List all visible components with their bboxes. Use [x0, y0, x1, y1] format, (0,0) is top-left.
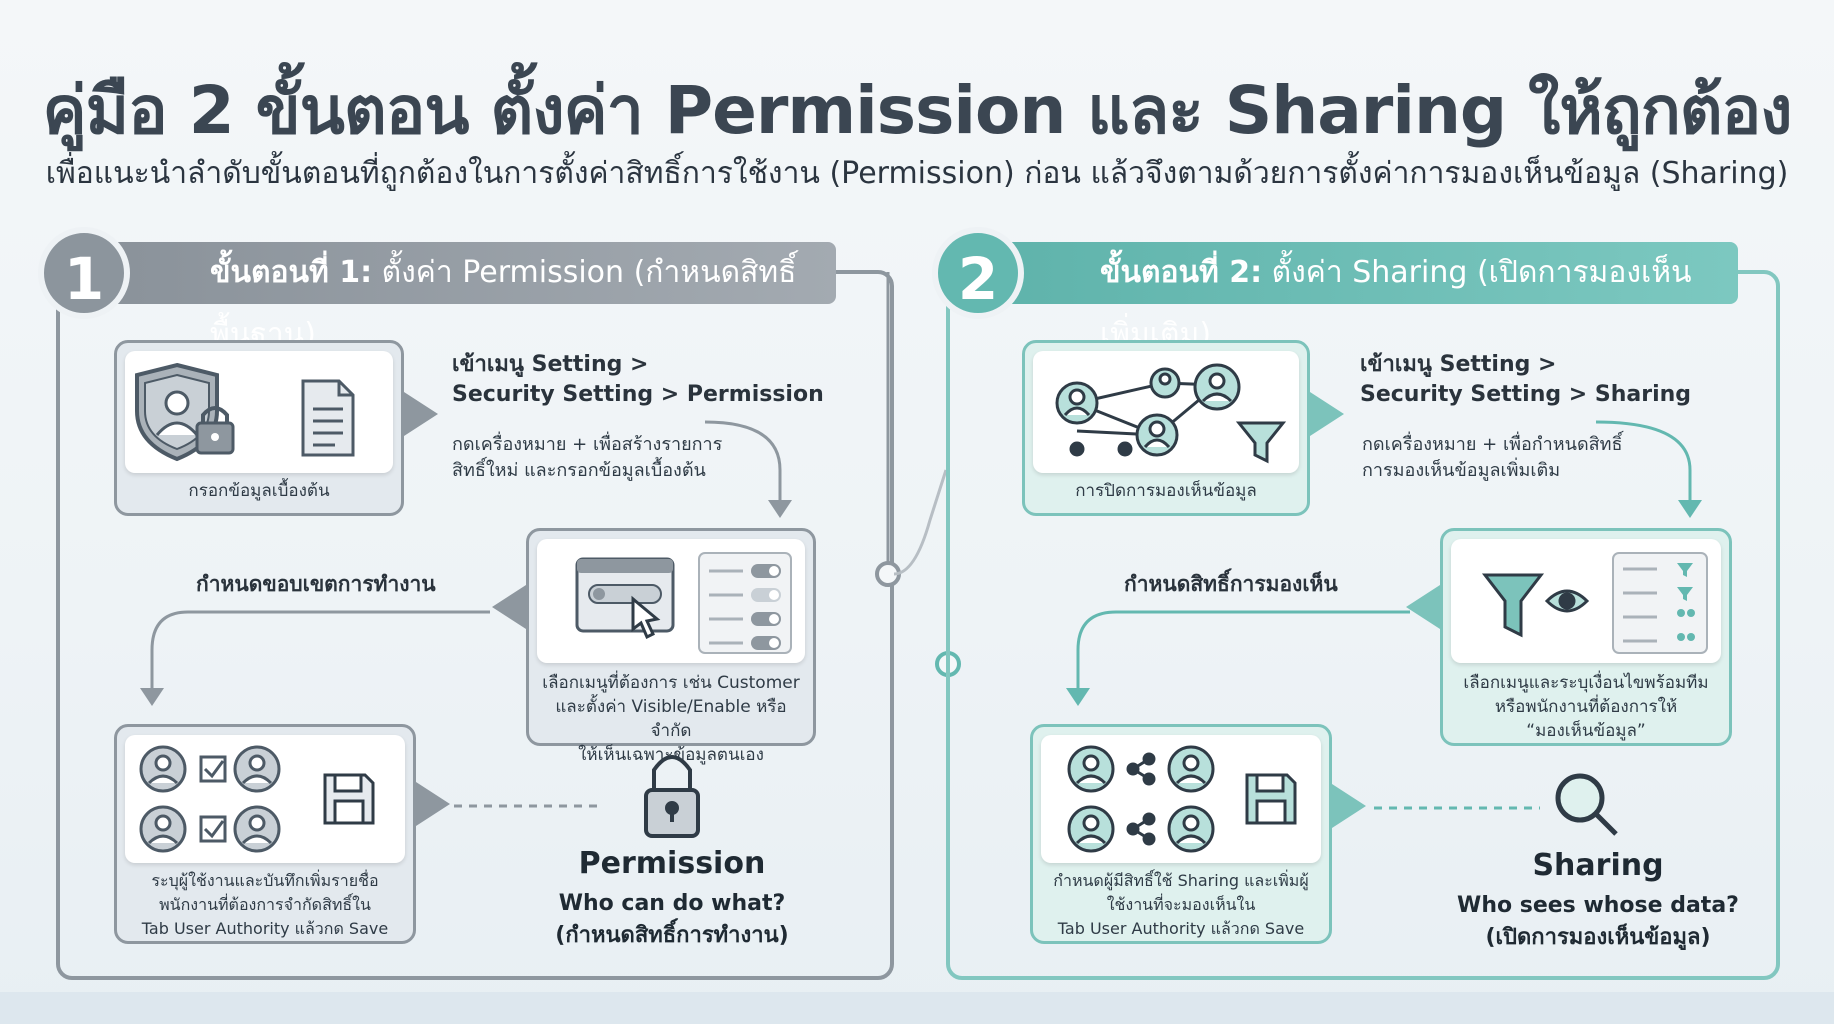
- funnel-icon: [1235, 421, 1287, 464]
- step1-card2-caption: เลือกเมนูที่ต้องการ เช่น Customer และตั้…: [535, 671, 807, 767]
- step2-concept-meaning: (เปิดการมองเห็นข้อมูล): [1485, 925, 1711, 950]
- step1-arrow-2-head: [140, 688, 164, 706]
- step1-scope-label: กำหนดขอบเขตการทำงาน: [196, 572, 436, 596]
- step1-instruction-line2: สิทธิ์ใหม่ และกรอกข้อมูลเบื้องต้น: [452, 460, 706, 481]
- step1-concept-title: Permission: [578, 846, 766, 881]
- step1-arrow-1-head: [768, 500, 792, 518]
- step1-card3-caption-line2: พนักงานที่ต้องการจำกัดสิทธิ์ใน: [159, 895, 371, 914]
- step1-card2-caption-line1: เลือกเมนูที่ต้องการ เช่น Customer: [542, 673, 800, 693]
- save-disk-icon: [1245, 773, 1297, 825]
- step1-instruction-line1: กดเครื่องหมาย + เพื่อสร้างรายการ: [452, 434, 723, 455]
- step2-concept-subtitle: Who sees whose data? (เปิดการมองเห็นข้อม…: [1438, 890, 1758, 954]
- step1-concept-subtitle: Who can do what? (กำหนดสิทธิ์การทำงาน): [520, 888, 824, 952]
- step2-card-user-authority: กำหนดผู้มีสิทธิ์ใช้ Sharing และเพิ่มผู้ …: [1030, 724, 1332, 944]
- step2-concept-title: Sharing: [1532, 848, 1664, 883]
- step1-menu-path: เข้าเมนู Setting > Security Setting > Pe…: [452, 350, 824, 410]
- browser-click-icon: [575, 557, 675, 640]
- step2-visibility-label: กำหนดสิทธิ์การมองเห็น: [1124, 572, 1338, 596]
- step1-card2-caption-line3: ให้เห็นเฉพาะข้อมูลตนเอง: [578, 745, 764, 765]
- step2-arrow-1: [1595, 420, 1692, 500]
- step1-number-badge: 1: [38, 227, 130, 319]
- magnifier-icon: [1555, 773, 1618, 836]
- step-transition-line: [893, 469, 948, 576]
- step1-card1-illustration: [125, 351, 393, 473]
- step1-card3-pointer: [416, 782, 450, 826]
- step2-card1-illustration: [1033, 351, 1299, 473]
- step1-menu-path-line1: เข้าเมนู Setting >: [452, 352, 649, 377]
- step1-card1-caption: กรอกข้อมูลเบื้องต้น: [188, 481, 330, 501]
- padlock-icon: [644, 755, 700, 838]
- step2-banner-label: ขั้นตอนที่ 2:: [1100, 255, 1263, 290]
- step2-instruction: กดเครื่องหมาย + เพื่อกำหนดสิทธิ์ การมองเ…: [1362, 432, 1623, 484]
- step1-concept-question: Who can do what?: [558, 891, 786, 916]
- user-checklist-icon: [139, 745, 281, 853]
- step2-instruction-line1: กดเครื่องหมาย + เพื่อกำหนดสิทธิ์: [1362, 434, 1623, 455]
- filter-list-icon: [1612, 552, 1708, 654]
- step1-menu-path-line2: Security Setting > Permission: [452, 382, 824, 407]
- user-network-icon: [1055, 363, 1241, 457]
- shield-user-lock-icon: [135, 362, 355, 462]
- footer-band: [0, 992, 1834, 1024]
- step1-card-scope: เลือกเมนูที่ต้องการ เช่น Customer และตั้…: [526, 528, 816, 765]
- step2-menu-path-line1: เข้าเมนู Setting >: [1360, 352, 1557, 377]
- step2-card2-caption: เลือกเมนูและระบุเงื่อนไขพร้อมทีม หรือพนั…: [1449, 671, 1723, 743]
- page-subtitle: เพื่อแนะนำลำดับขั้นตอนที่ถูกต้องในการตั้…: [45, 156, 1789, 191]
- step2-card1-caption: การปิดการมองเห็นข้อมูล: [1075, 481, 1257, 501]
- step2-card-visibility-closed: การปิดการมองเห็นข้อมูล: [1022, 340, 1310, 516]
- step1-card1-pointer: [404, 392, 438, 436]
- step1-arrow-2: [150, 610, 490, 688]
- step2-card3-caption-line2: ใช้งานที่จะมองเห็นใน: [1106, 895, 1256, 914]
- eye-icon: [1544, 589, 1590, 613]
- step2-arrow-1-head: [1678, 500, 1702, 518]
- step2-card2-illustration: [1451, 539, 1721, 663]
- step1-card3-caption-line1: ระบุผู้ใช้งานและบันทึกเพิ่มรายชื่อ: [151, 871, 379, 890]
- step2-card3-caption: กำหนดผู้มีสิทธิ์ใช้ Sharing และเพิ่มผู้ …: [1039, 869, 1323, 941]
- step2-arrow-2-head: [1066, 688, 1090, 706]
- step1-instruction: กดเครื่องหมาย + เพื่อสร้างรายการ สิทธิ์ใ…: [452, 432, 722, 484]
- step2-card3-pointer: [1332, 784, 1366, 828]
- step1-card-basic-info: กรอกข้อมูลเบื้องต้น: [114, 340, 404, 516]
- toggle-list-icon: [698, 552, 792, 654]
- page-title: คู่มือ 2 ขั้นตอน ตั้งค่า Permission และ …: [42, 72, 1792, 149]
- step1-concept-meaning: (กำหนดสิทธิ์การทำงาน): [555, 923, 789, 948]
- funnel-icon: [1481, 573, 1545, 638]
- step1-card-user-authority: ระบุผู้ใช้งานและบันทึกเพิ่มรายชื่อ พนักง…: [114, 724, 416, 944]
- user-share-icon: [1067, 745, 1215, 853]
- step1-card3-illustration: [125, 735, 405, 863]
- step1-card2-illustration: [537, 539, 805, 663]
- step1-card3-caption: ระบุผู้ใช้งานและบันทึกเพิ่มรายชื่อ พนักง…: [123, 869, 407, 941]
- step2-menu-path: เข้าเมนู Setting > Security Setting > Sh…: [1360, 350, 1691, 410]
- step2-banner-text: ตั้งค่า Sharing (เปิดการมองเห็นเพิ่มเติม…: [1100, 255, 1692, 352]
- step2-card1-pointer: [1310, 392, 1344, 436]
- step2-banner: ขั้นตอนที่ 2: ตั้งค่า Sharing (เปิดการมอ…: [990, 242, 1738, 352]
- step2-card3-caption-line3: Tab User Authority แล้วกด Save: [1057, 919, 1305, 938]
- step1-banner-label: ขั้นตอนที่ 1:: [210, 255, 373, 290]
- document-icon: [301, 379, 355, 457]
- step2-menu-path-line2: Security Setting > Sharing: [1360, 382, 1692, 407]
- step2-instruction-line2: การมองเห็นข้อมูลเพิ่มเติม: [1362, 460, 1561, 481]
- step2-card2-caption-line1: เลือกเมนูและระบุเงื่อนไขพร้อมทีม: [1463, 673, 1709, 693]
- step1-card2-caption-line2: และตั้งค่า Visible/Enable หรือจำกัด: [555, 697, 787, 741]
- step2-arrow-2: [1076, 610, 1410, 688]
- step2-number-badge: 2: [932, 227, 1024, 319]
- step2-card2-pointer: [1406, 585, 1440, 629]
- step1-banner: ขั้นตอนที่ 1: ตั้งค่า Permission (กำหนดส…: [100, 242, 836, 352]
- step2-card2-caption-line2: หรือพนักงานที่ต้องการให้: [1494, 697, 1678, 717]
- save-disk-icon: [323, 773, 375, 825]
- step2-concept-question: Who sees whose data?: [1457, 893, 1739, 918]
- step2-card2-caption-line3: “มองเห็นข้อมูล”: [1526, 721, 1646, 741]
- step2-card3-caption-line1: กำหนดผู้มีสิทธิ์ใช้ Sharing และเพิ่มผู้: [1053, 871, 1309, 890]
- step1-card2-pointer: [492, 585, 526, 629]
- step2-card-visibility-rules: เลือกเมนูและระบุเงื่อนไขพร้อมทีม หรือพนั…: [1440, 528, 1732, 746]
- step1-arrow-1: [704, 420, 782, 500]
- step2-card3-illustration: [1041, 735, 1321, 863]
- step1-card3-caption-line3: Tab User Authority แล้วกด Save: [141, 919, 389, 938]
